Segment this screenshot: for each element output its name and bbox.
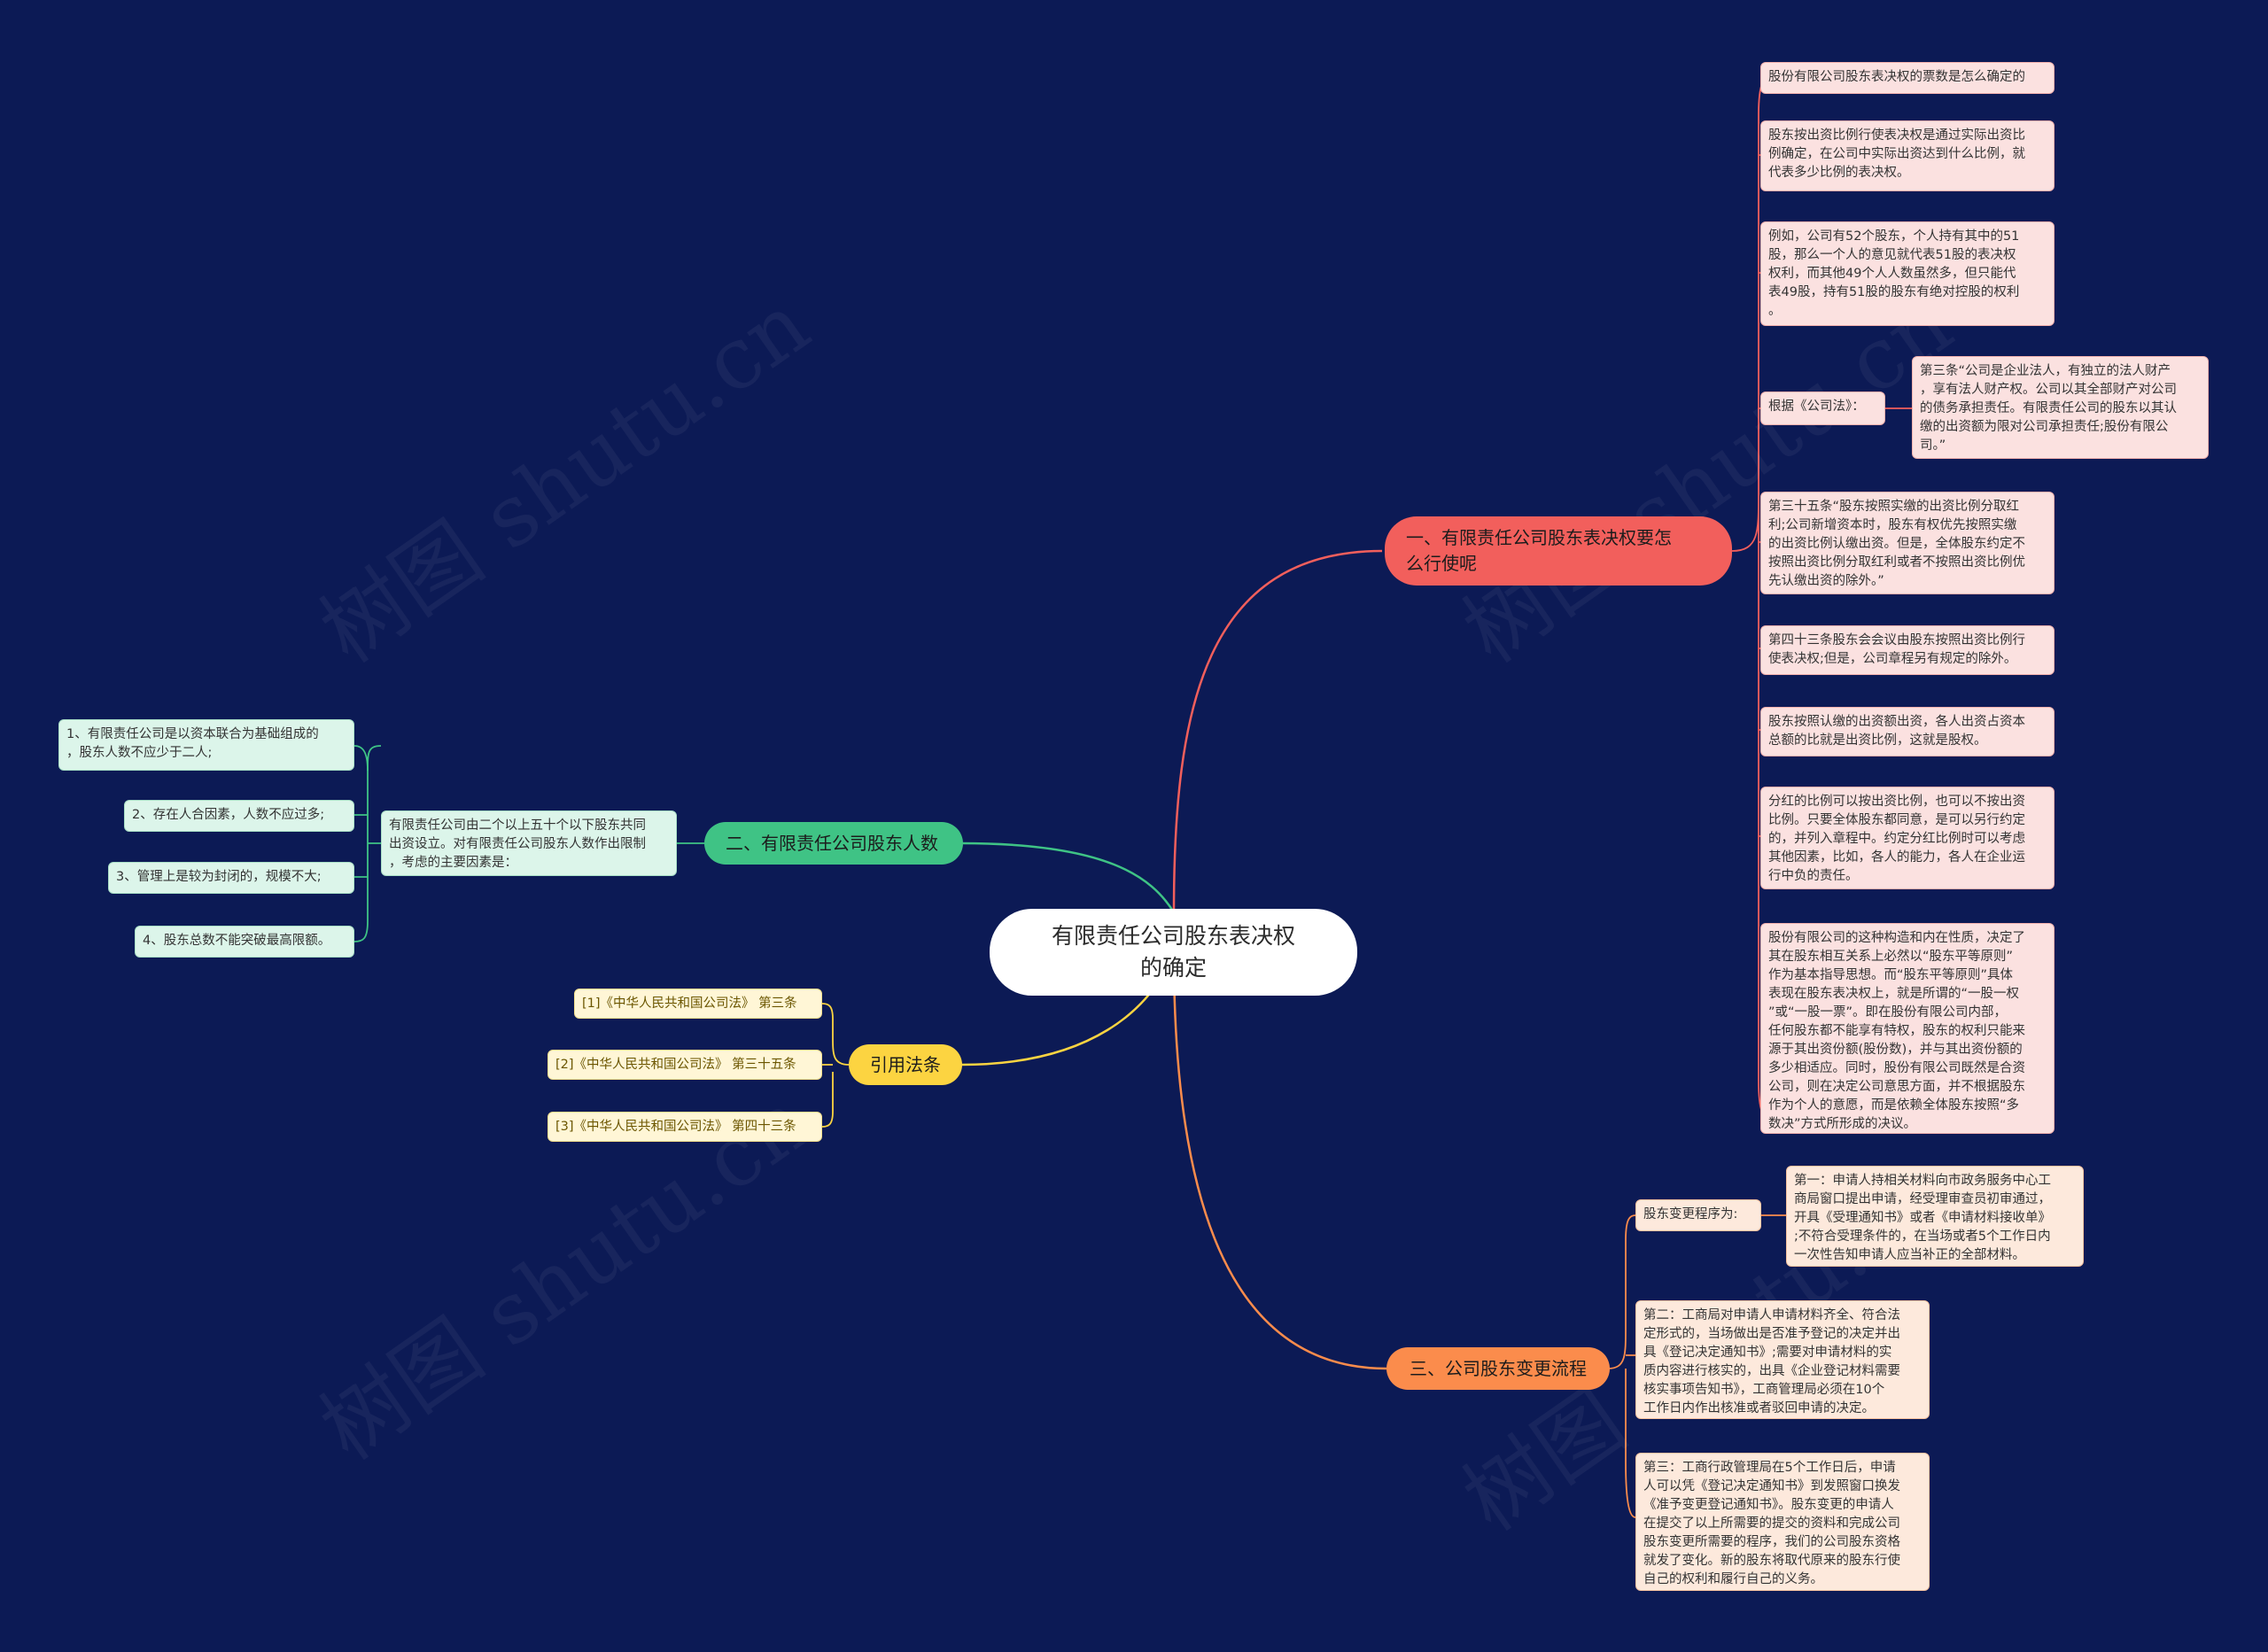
branch1-item-9[interactable]: 股份有限公司的这种构造和内在性质，决定了 其在股东相互关系上必然以“股东平等原则… [1760, 923, 2054, 1134]
branch1-item-4[interactable]: 根据《公司法》： [1760, 392, 1885, 425]
bracket-branch3 [821, 1003, 850, 1128]
bracket-branch2 [353, 745, 382, 942]
branch4-item-2[interactable]: 第二：工商局对申请人申请材料齐全、符合法 定形式的，当场做出是否准予登记的决定并… [1635, 1300, 1930, 1419]
branch1-item-7[interactable]: 股东按照认缴的出资额出资，各人出资占资本 总额的比就是出资比例，这就是股权。 [1760, 707, 2054, 756]
branch1-item-5[interactable]: 第三十五条“股东按照实缴的出资比例分取红 利;公司新增资本时，股东有权优先按照实… [1760, 492, 2054, 594]
branch3-item-2[interactable]: [2]《中华人民共和国公司法》 第三十五条 [548, 1050, 822, 1080]
link-root-branch2 [960, 842, 1176, 913]
branch1-item-2[interactable]: 股东按出资比例行使表决权是通过实际出资比 例确定，在公司中实际出资达到什么比例，… [1760, 120, 2054, 191]
link-root-branch1 [1172, 549, 1383, 913]
branch1-item-8[interactable]: 分红的比例可以按出资比例，也可以不按出资 比例。只要全体股东都同意，是可以另行约… [1760, 787, 2054, 889]
branch2-item-4[interactable]: 4、股东总数不能突破最高限额。 [135, 926, 354, 958]
branch-change-process[interactable]: 三、公司股东变更流程 [1386, 1347, 1610, 1390]
root-topic[interactable]: 有限责任公司股东表决权 的确定 [990, 909, 1357, 996]
branch1-item-3[interactable]: 例如，公司有52个股东，个人持有其中的51 股，那么一个人的意见就代表51股的表… [1760, 221, 2054, 326]
branch2-mid[interactable]: 有限责任公司由二个以上五十个以下股东共同 出资设立。对有限责任公司股东人数作出限… [381, 810, 677, 876]
branch4-sub-step1[interactable]: 第一：申请人持相关材料向市政务服务中心工 商局窗口提出申请，经受理审查员初审通过… [1786, 1166, 2084, 1267]
branch-voting-rights[interactable]: 一、有限责任公司股东表决权要怎 么行使呢 [1385, 516, 1732, 586]
link-root-branch4 [1172, 951, 1387, 1370]
branch-shareholder-count[interactable]: 二、有限责任公司股东人数 [704, 822, 963, 865]
branch3-item-3[interactable]: [3]《中华人民共和国公司法》 第四十三条 [548, 1112, 822, 1142]
branch1-item-6[interactable]: 第四十三条股东会会议由股东按照出资比例行 使表决权;但是，公司章程另有规定的除外… [1760, 625, 2054, 675]
branch-cited-laws[interactable]: 引用法条 [849, 1044, 962, 1085]
bracket-branch2-top [353, 745, 369, 772]
branch1-item-1[interactable]: 股份有限公司股东表决权的票数是怎么确定的 [1760, 62, 2054, 94]
branch3-item-1[interactable]: [1]《中华人民共和国公司法》 第三条 [574, 989, 822, 1019]
branch2-item-2[interactable]: 2、存在人合因素，人数不应过多; [124, 800, 354, 832]
bracket-branch4 [1607, 1214, 1636, 1518]
branch1-law-sub[interactable]: 第三条“公司是企业法人，有独立的法人财产 ，享有法人财产权。公司以其全部财产对公… [1912, 356, 2209, 459]
branch2-item-1[interactable]: 1、有限责任公司是以资本联合为基础组成的 ，股东人数不应少于二人; [58, 719, 354, 771]
branch4-item-3[interactable]: 第三：工商行政管理局在5个工作日后，申请 人可以凭《登记决定通知书》到发照窗口换… [1635, 1453, 1930, 1591]
branch2-item-3[interactable]: 3、管理上是较为封闭的，规模不大; [108, 862, 354, 894]
branch4-item-1[interactable]: 股东变更程序为: [1635, 1199, 1761, 1231]
